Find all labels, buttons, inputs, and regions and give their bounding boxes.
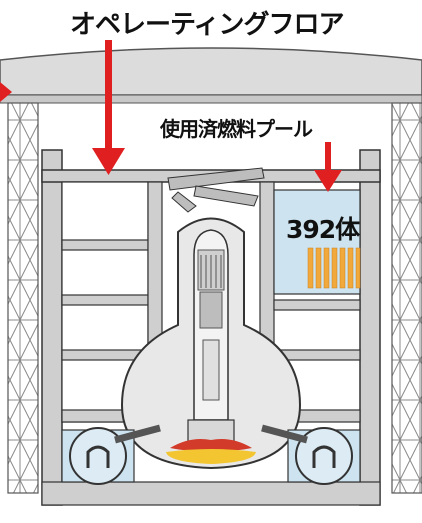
fuel-count-label: 392体: [286, 215, 360, 244]
left-truss: [7, 102, 39, 494]
down-arrow-icon: [314, 142, 342, 192]
roof-beam: [0, 94, 422, 104]
right-truss: [391, 102, 422, 494]
basement-floor: [41, 481, 381, 506]
fuel-rods: [307, 247, 361, 289]
spent-fuel-pool-label: 使用済燃料プール: [160, 117, 313, 141]
left-floors: [61, 181, 163, 423]
operating-floor-label: オペレーティングフロア: [70, 10, 344, 40]
roof: [0, 47, 422, 96]
suppression-chamber-right: [261, 424, 361, 485]
suppression-chamber-left: [61, 424, 161, 485]
left-edge-arrow-icon: [0, 82, 12, 102]
molten-debris-yellow: [166, 449, 256, 464]
reactor-internals: [197, 249, 225, 401]
down-arrow-icon: [92, 40, 125, 175]
fallen-debris: [167, 167, 265, 213]
molten-debris-red: [170, 439, 252, 452]
